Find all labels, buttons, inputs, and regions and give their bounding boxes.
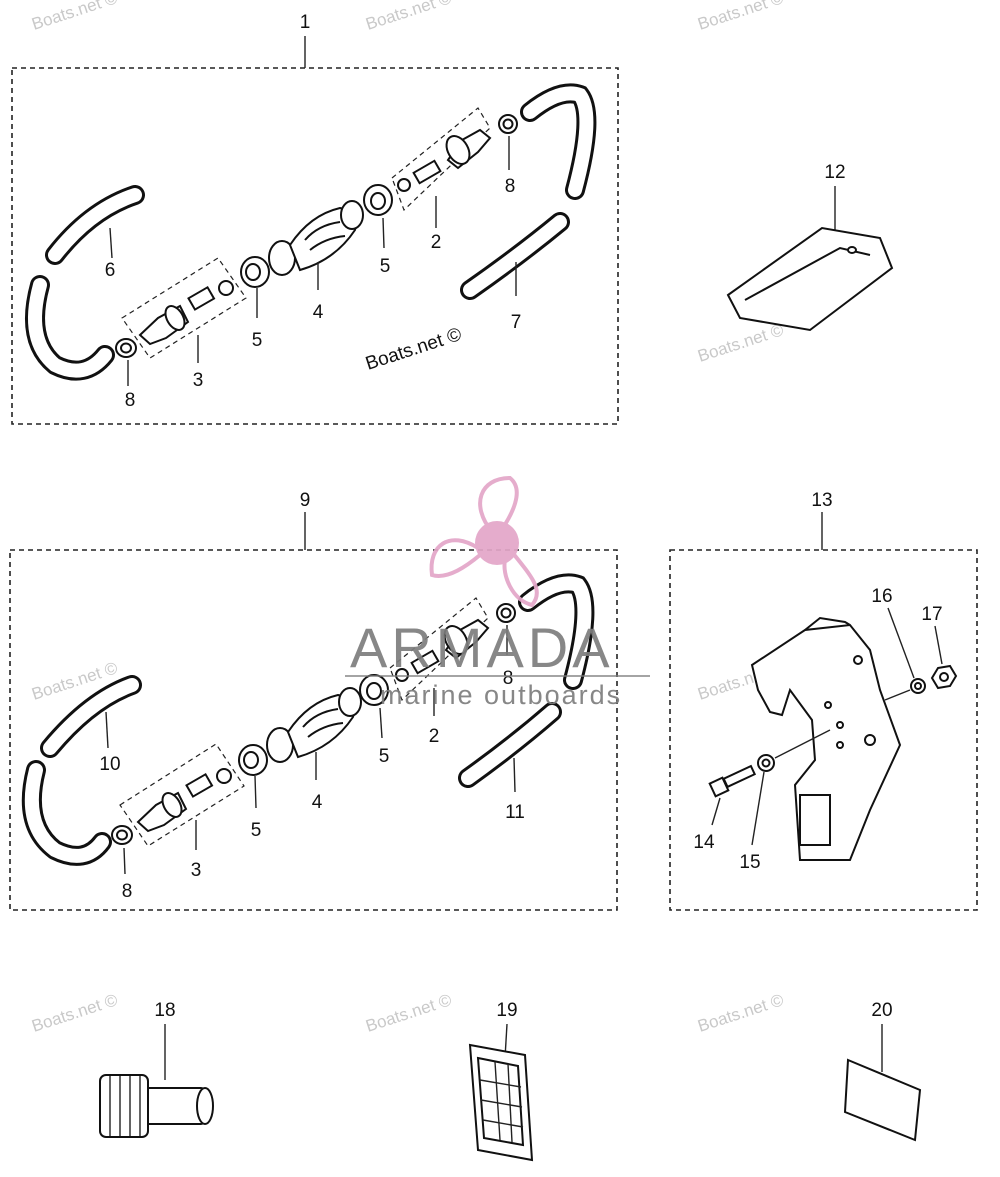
- nut-8: [498, 114, 518, 134]
- washer-16: [910, 678, 926, 694]
- brand-tagline: marine outboards: [380, 680, 622, 710]
- nut-8: [111, 825, 133, 845]
- leader-line: [109, 227, 113, 259]
- watermark-text: Boats.net ©: [695, 990, 786, 1036]
- assembly-9-box: [9, 549, 618, 911]
- leader-line: [751, 771, 765, 846]
- callout-7: 7: [511, 312, 522, 333]
- callout-13: 13: [811, 490, 832, 511]
- callout-12: 12: [824, 162, 845, 183]
- washer-5: [238, 744, 268, 776]
- washer-5: [359, 674, 389, 706]
- leader-line: [774, 729, 831, 759]
- pouch-12: [726, 226, 894, 332]
- leader-line: [711, 797, 721, 826]
- check-valve-2: [397, 128, 492, 192]
- bolt-14: [708, 764, 757, 798]
- propeller-hub: [475, 521, 519, 565]
- armada-logo: ARMADA marine outboards: [345, 475, 650, 710]
- callout-16: 16: [871, 586, 892, 607]
- check-valve-2-box: [389, 597, 489, 702]
- watermark-text: Boats.net ©: [363, 324, 464, 375]
- assembly-1-box: [11, 67, 619, 425]
- washer-15: [757, 754, 775, 772]
- callout-5: 5: [379, 746, 390, 767]
- callout-2: 2: [429, 726, 440, 747]
- leader-line: [513, 757, 516, 793]
- leader-line: [123, 847, 126, 875]
- leader-line: [379, 707, 383, 739]
- check-valve-3: [138, 280, 234, 346]
- check-valve-3: [136, 768, 232, 833]
- callout-18: 18: [154, 1000, 175, 1021]
- hose-7: [460, 83, 597, 300]
- callout-4: 4: [313, 302, 324, 323]
- leader-line: [382, 217, 385, 249]
- leader-line: [254, 775, 257, 809]
- check-valve-2: [395, 618, 490, 682]
- callout-2: 2: [431, 232, 442, 253]
- watermark-text: Boats.net ©: [29, 990, 120, 1036]
- callout-5: 5: [252, 330, 263, 351]
- callout-14: 14: [693, 832, 715, 853]
- brand-name: ARMADA: [350, 616, 614, 679]
- leader-line: [884, 689, 911, 701]
- callout-6: 6: [105, 260, 116, 281]
- leader-line: [934, 625, 943, 665]
- hose-11: [458, 573, 595, 788]
- callout-11: 11: [505, 802, 525, 823]
- check-valve-3-box: [119, 743, 245, 847]
- nut-8: [496, 603, 516, 623]
- watermark-text: Boats.net ©: [29, 0, 120, 34]
- callout-8: 8: [122, 881, 133, 902]
- callout-8: 8: [503, 668, 514, 689]
- bracket-13: [750, 616, 902, 861]
- callout-4: 4: [312, 792, 323, 813]
- callout-10: 10: [99, 754, 120, 775]
- label-plate-19: [468, 1043, 534, 1162]
- watermark-text: Boats.net ©: [363, 0, 454, 34]
- callout-8: 8: [125, 390, 136, 411]
- hose-fitting-18: [99, 1074, 214, 1138]
- callout-9: 9: [300, 490, 311, 511]
- callout-17: 17: [921, 604, 942, 625]
- hose-6: [25, 185, 145, 381]
- assembly-13-box: [669, 549, 978, 911]
- check-valve-3-box: [121, 257, 247, 359]
- callout-3: 3: [191, 860, 202, 881]
- callout-19: 19: [496, 1000, 517, 1021]
- check-valve-2-box: [391, 107, 491, 212]
- callout-1: 1: [300, 12, 311, 33]
- washer-5: [363, 184, 393, 216]
- watermark-text: Boats.net ©: [695, 0, 786, 34]
- nut-17: [930, 664, 958, 690]
- watermark-text: Boats.net ©: [695, 320, 786, 366]
- nut-8: [115, 338, 137, 358]
- callout-15: 15: [739, 852, 760, 873]
- leader-line: [105, 711, 109, 749]
- callout-5: 5: [251, 820, 262, 841]
- watermark-group: Boats.net © Boats.net © Boats.net © Boat…: [29, 0, 786, 1036]
- decal-20: [843, 1058, 922, 1142]
- callout-3: 3: [193, 370, 204, 391]
- callout-8: 8: [505, 176, 516, 197]
- washer-5: [240, 256, 270, 288]
- leader-line: [887, 607, 915, 679]
- callout-20: 20: [871, 1000, 892, 1021]
- propeller-icon: [429, 475, 539, 608]
- callout-5: 5: [380, 256, 391, 277]
- hose-10: [21, 675, 142, 866]
- primer-bulb-4: [266, 687, 362, 763]
- primer-bulb-4: [268, 200, 364, 276]
- watermark-text: Boats.net ©: [363, 990, 454, 1036]
